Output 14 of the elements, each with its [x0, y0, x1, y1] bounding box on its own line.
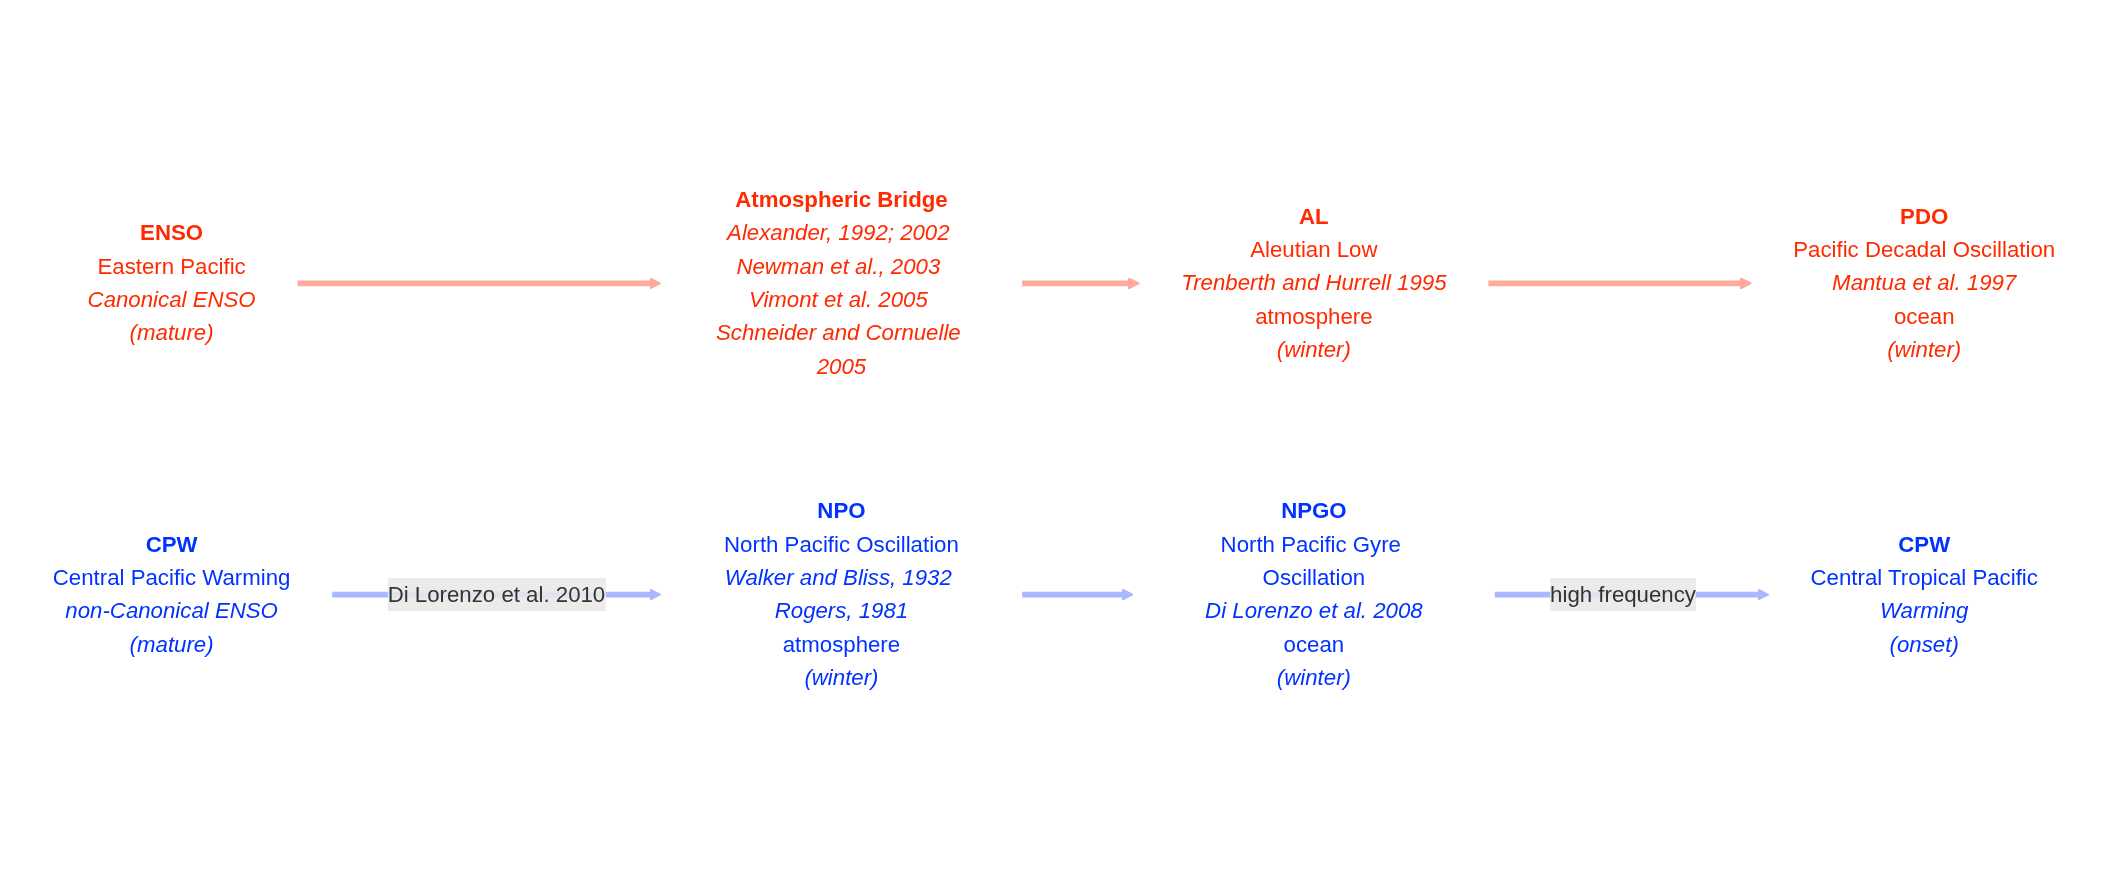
node-text: CPW Central Tropical Pacific Warming (onset): [1810, 532, 2038, 656]
edge-label: high frequency: [1550, 582, 1696, 606]
arrow: [1488, 277, 1753, 290]
edge-label: Di Lorenzo et al. 2010: [387, 582, 606, 606]
node-text: NPGO North Pacific Gyre Oscillation Di Lorenzo et al. 2008 ocean (winter): [1205, 498, 1423, 690]
arrow: [297, 277, 662, 290]
node-text: Atmospheric Bridge Alexander, 1992; 2002 Newman et al., 2003 Vimont et al. 2005 Schneider and Cornuelle 2005: [716, 187, 961, 378]
node-text: CPW Central Pacific Warming non-Canonical ENSO (mature): [52, 532, 291, 656]
node-text: ENSO Eastern Pacific Canonical ENSO (mature): [87, 220, 256, 345]
node-text: PDO Pacific Decadal Oscillation Mantua et al. 1997 ocean (winter): [1793, 204, 2056, 362]
arrow: [1022, 588, 1134, 601]
node-text: NPO North Pacific Oscillation Walker and Bliss, 1932 Rogers, 1981 atmosphere (winter): [724, 498, 959, 690]
node-text: AL Aleutian Low Trenberth and Hurrell 1995 atmosphere (winter): [1181, 204, 1447, 362]
arrow: [1022, 277, 1141, 290]
